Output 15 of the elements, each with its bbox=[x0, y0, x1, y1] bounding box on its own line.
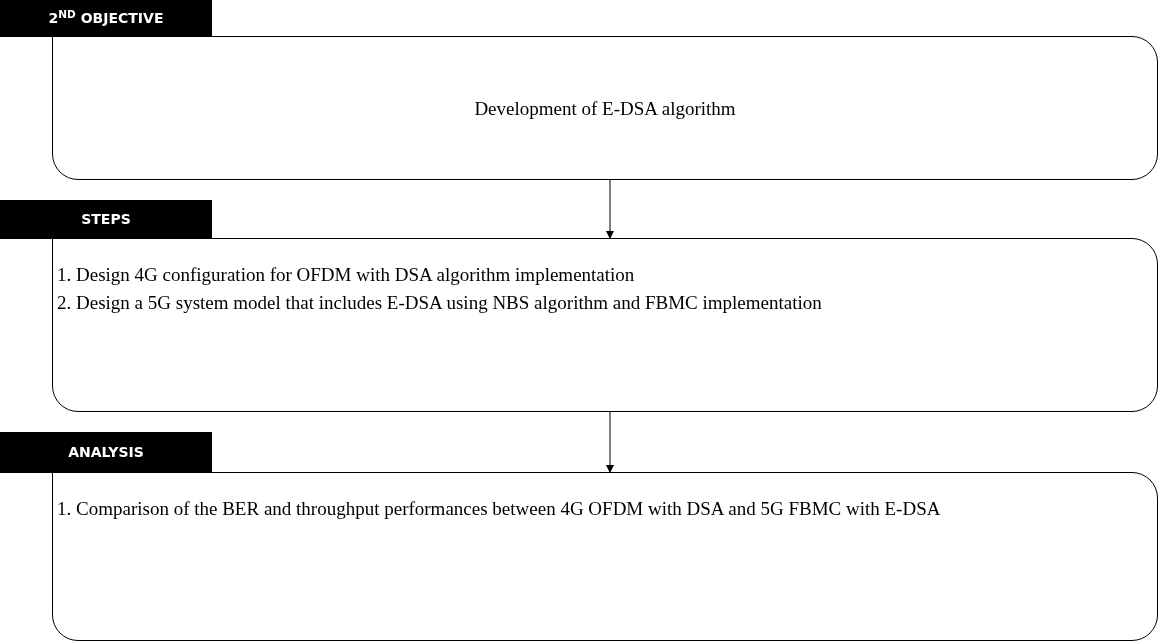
header-tab bbox=[0, 0, 212, 37]
section-heading: STEPS bbox=[81, 210, 131, 229]
section-heading: ANALYSIS bbox=[68, 443, 144, 462]
section-box bbox=[52, 36, 1158, 180]
section-box bbox=[52, 472, 1158, 641]
body-text: 1. Design 4G configuration for OFDM with DSA algorithm implementation bbox=[57, 263, 635, 287]
header-tab bbox=[0, 200, 212, 239]
header-tab bbox=[0, 432, 212, 473]
section-heading: 2$^{ND}$ OBJECTIVE bbox=[48, 8, 164, 28]
body-text: 2. Design a 5G system model that includes E-DSA using NBS algorithm and FBMC implementation bbox=[57, 291, 822, 315]
arrow bbox=[606, 411, 614, 473]
body-text: Development of E-DSA algorithm bbox=[474, 97, 736, 121]
arrow bbox=[606, 179, 614, 239]
section-box bbox=[52, 238, 1158, 412]
body-text: 1. Comparison of the BER and throughput performances between 4G OFDM with DSA and 5G FBMC with E-DSA bbox=[57, 497, 941, 521]
